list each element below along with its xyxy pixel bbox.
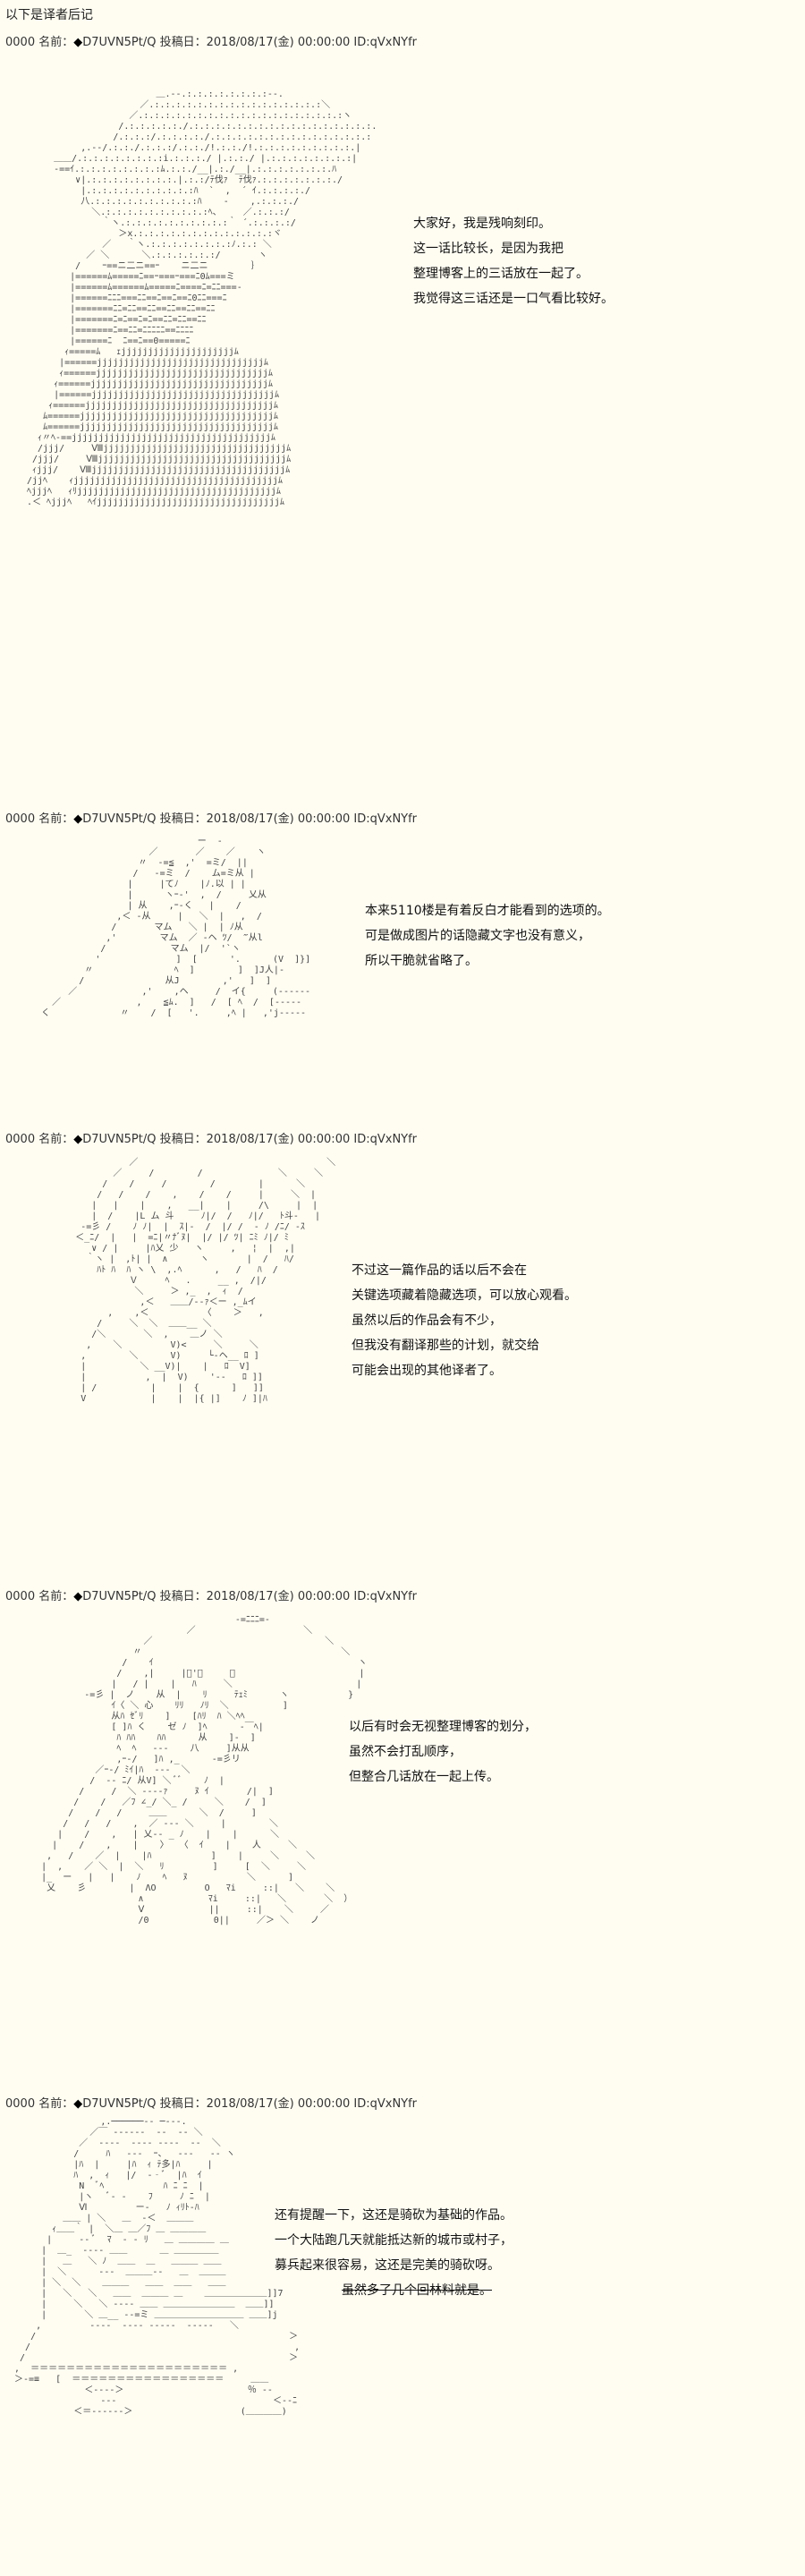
post-id: ID:qVxNYfr (353, 1590, 418, 1603)
dialog-line: 虽然不会打乱顺序， (349, 1745, 462, 1759)
post-number: 0000 (5, 36, 36, 49)
dialog-line: 可能会出现的其他译者了。 (352, 1364, 502, 1378)
post-header: 0000 名前：◆D7UVN5Pt/Q 投稿日：2018/08/17(金) 00… (5, 1129, 417, 1146)
date-label: 投稿日： (159, 1590, 207, 1603)
date-label: 投稿日： (159, 1133, 207, 1146)
date-label: 投稿日： (159, 812, 207, 826)
date-label: 投稿日： (159, 2097, 207, 2111)
dialog-line: 但整合几话放在一起上传。 (349, 1770, 499, 1784)
trip-marker: ◆ (73, 1590, 83, 1603)
dialog-line: 这一话比较长，是因为我把 (413, 242, 564, 256)
name-label: 名前： (38, 2097, 74, 2111)
post-id: ID:qVxNYfr (353, 812, 418, 826)
date-label: 投稿日： (159, 36, 207, 49)
dialog-line: 关键选项藏着隐藏选项，可以放心观看。 (352, 1288, 577, 1303)
post-id: ID:qVxNYfr (353, 36, 418, 49)
name-label: 名前： (38, 1133, 74, 1146)
post-date: 2018/08/17(金) 00:00:00 (206, 812, 351, 826)
name-label: 名前： (38, 1590, 74, 1603)
dialog-text: 大家好，我是残响刻印。 这一话比较长，是因为我把 整理博客上的三话放在一起了。 … (413, 211, 614, 311)
trip-marker: ◆ (73, 1133, 83, 1146)
post-id: ID:qVxNYfr (353, 1133, 418, 1146)
ascii-art-figure: ,.──────‐‐ ─‐‐‐. ／￣ ‐‐‐‐‐‐ ‐‐ ‐‐ ＼ ／ ‐‐‐… (14, 2117, 301, 2417)
ascii-art-figure: ／ ＼ ／ / / ＼ ＼ / / / / | ＼ / / / , / / | … (75, 1158, 336, 1404)
dialog-line: 大家好，我是残响刻印。 (413, 217, 551, 231)
trip-code: D7UVN5Pt/Q (82, 36, 157, 49)
dialog-text: 本来5110楼是有着反白才能看到的选项的。 可是做成图片的话隐藏文字也没有意义，… (365, 898, 610, 973)
post-number: 0000 (5, 1590, 36, 1603)
post-date: 2018/08/17(金) 00:00:00 (206, 36, 351, 49)
dialog-line: 整理博客上的三话放在一起了。 (413, 267, 589, 281)
dialog-line: 可是做成图片的话隐藏文字也没有意义， (365, 929, 590, 943)
post-date: 2018/08/17(金) 00:00:00 (206, 1590, 351, 1603)
dialog-line: 我觉得这三话还是一口气看比较好。 (413, 292, 614, 306)
dialog-text: 以后有时会无视整理博客的划分， 虽然不会打乱顺序， 但整合几话放在一起上传。 (349, 1714, 537, 1790)
trip-marker: ◆ (73, 36, 83, 49)
trip-code: D7UVN5Pt/Q (82, 2097, 157, 2111)
post-header: 0000 名前：◆D7UVN5Pt/Q 投稿日：2018/08/17(金) 00… (5, 1586, 417, 1603)
dialog-line: 但我没有翻译那些的计划，就交给 (352, 1339, 539, 1353)
trip-marker: ◆ (73, 2097, 83, 2111)
post-header: 0000 名前：◆D7UVN5Pt/Q 投稿日：2018/08/17(金) 00… (5, 809, 417, 826)
post-date: 2018/08/17(金) 00:00:00 (206, 1133, 351, 1146)
dialog-line: 以后有时会无视整理博客的划分， (349, 1720, 537, 1734)
dialog-line: 还有提醒一下，这还是骑砍为基础的作品。 (275, 2208, 513, 2223)
post-date: 2018/08/17(金) 00:00:00 (206, 2097, 351, 2111)
dialog-line: 不过这一篇作品的话以后不会在 (352, 1263, 527, 1278)
post-number: 0000 (5, 812, 36, 826)
ascii-art-figure: ＿.-‐.:.:.:.:.:.:.:.:‐-. ／.:.:.:.:.:.:.:.… (27, 89, 377, 507)
dialog-line: 所以干脆就省略了。 (365, 954, 478, 968)
dialog-text: 不过这一篇作品的话以后不会在 关键选项藏着隐藏选项，可以放心观看。 虽然以后的作… (352, 1258, 577, 1383)
ascii-art-figure: ー ‐ ／ ／ ／ ヽ 〃 ‐=≦ ,' =ミ/ || / ‐=ミ / ム=ミ从… (41, 837, 311, 1018)
post-header: 0000 名前：◆D7UVN5Pt/Q 投稿日：2018/08/17(金) 00… (5, 2094, 417, 2111)
post-number: 0000 (5, 1133, 36, 1146)
trip-code: D7UVN5Pt/Q (82, 1590, 157, 1603)
dialog-line: 虽然以后的作品会有不少， (352, 1314, 502, 1328)
trip-marker: ◆ (73, 812, 83, 826)
name-label: 名前： (38, 36, 74, 49)
dialog-line-struck: 虽然多了几个回林料就是。 (342, 2283, 492, 2298)
post-header: 0000 名前：◆D7UVN5Pt/Q 投稿日：2018/08/17(金) 00… (5, 32, 417, 49)
dialog-line: 本来5110楼是有着反白才能看到的选项的。 (365, 904, 610, 918)
page-title: 以下是译者后记 (5, 8, 93, 22)
ascii-art-figure: -=ﾆﾆﾆ=- ／ ＼ ／ ＼ 〃 ＼ (41, 1615, 368, 1926)
dialog-text: 还有提醒一下，这还是骑砍为基础的作品。 一个大陆跑几天就能抵达新的城市或村子， … (275, 2203, 513, 2303)
dialog-line: 募兵起来很容易，这还是完美的骑砍呀。 (275, 2258, 500, 2273)
trip-code: D7UVN5Pt/Q (82, 1133, 157, 1146)
name-label: 名前： (38, 812, 74, 826)
post-id: ID:qVxNYfr (353, 2097, 418, 2111)
post-number: 0000 (5, 2097, 36, 2111)
trip-code: D7UVN5Pt/Q (82, 812, 157, 826)
dialog-line: 一个大陆跑几天就能抵达新的城市或村子， (275, 2233, 513, 2248)
